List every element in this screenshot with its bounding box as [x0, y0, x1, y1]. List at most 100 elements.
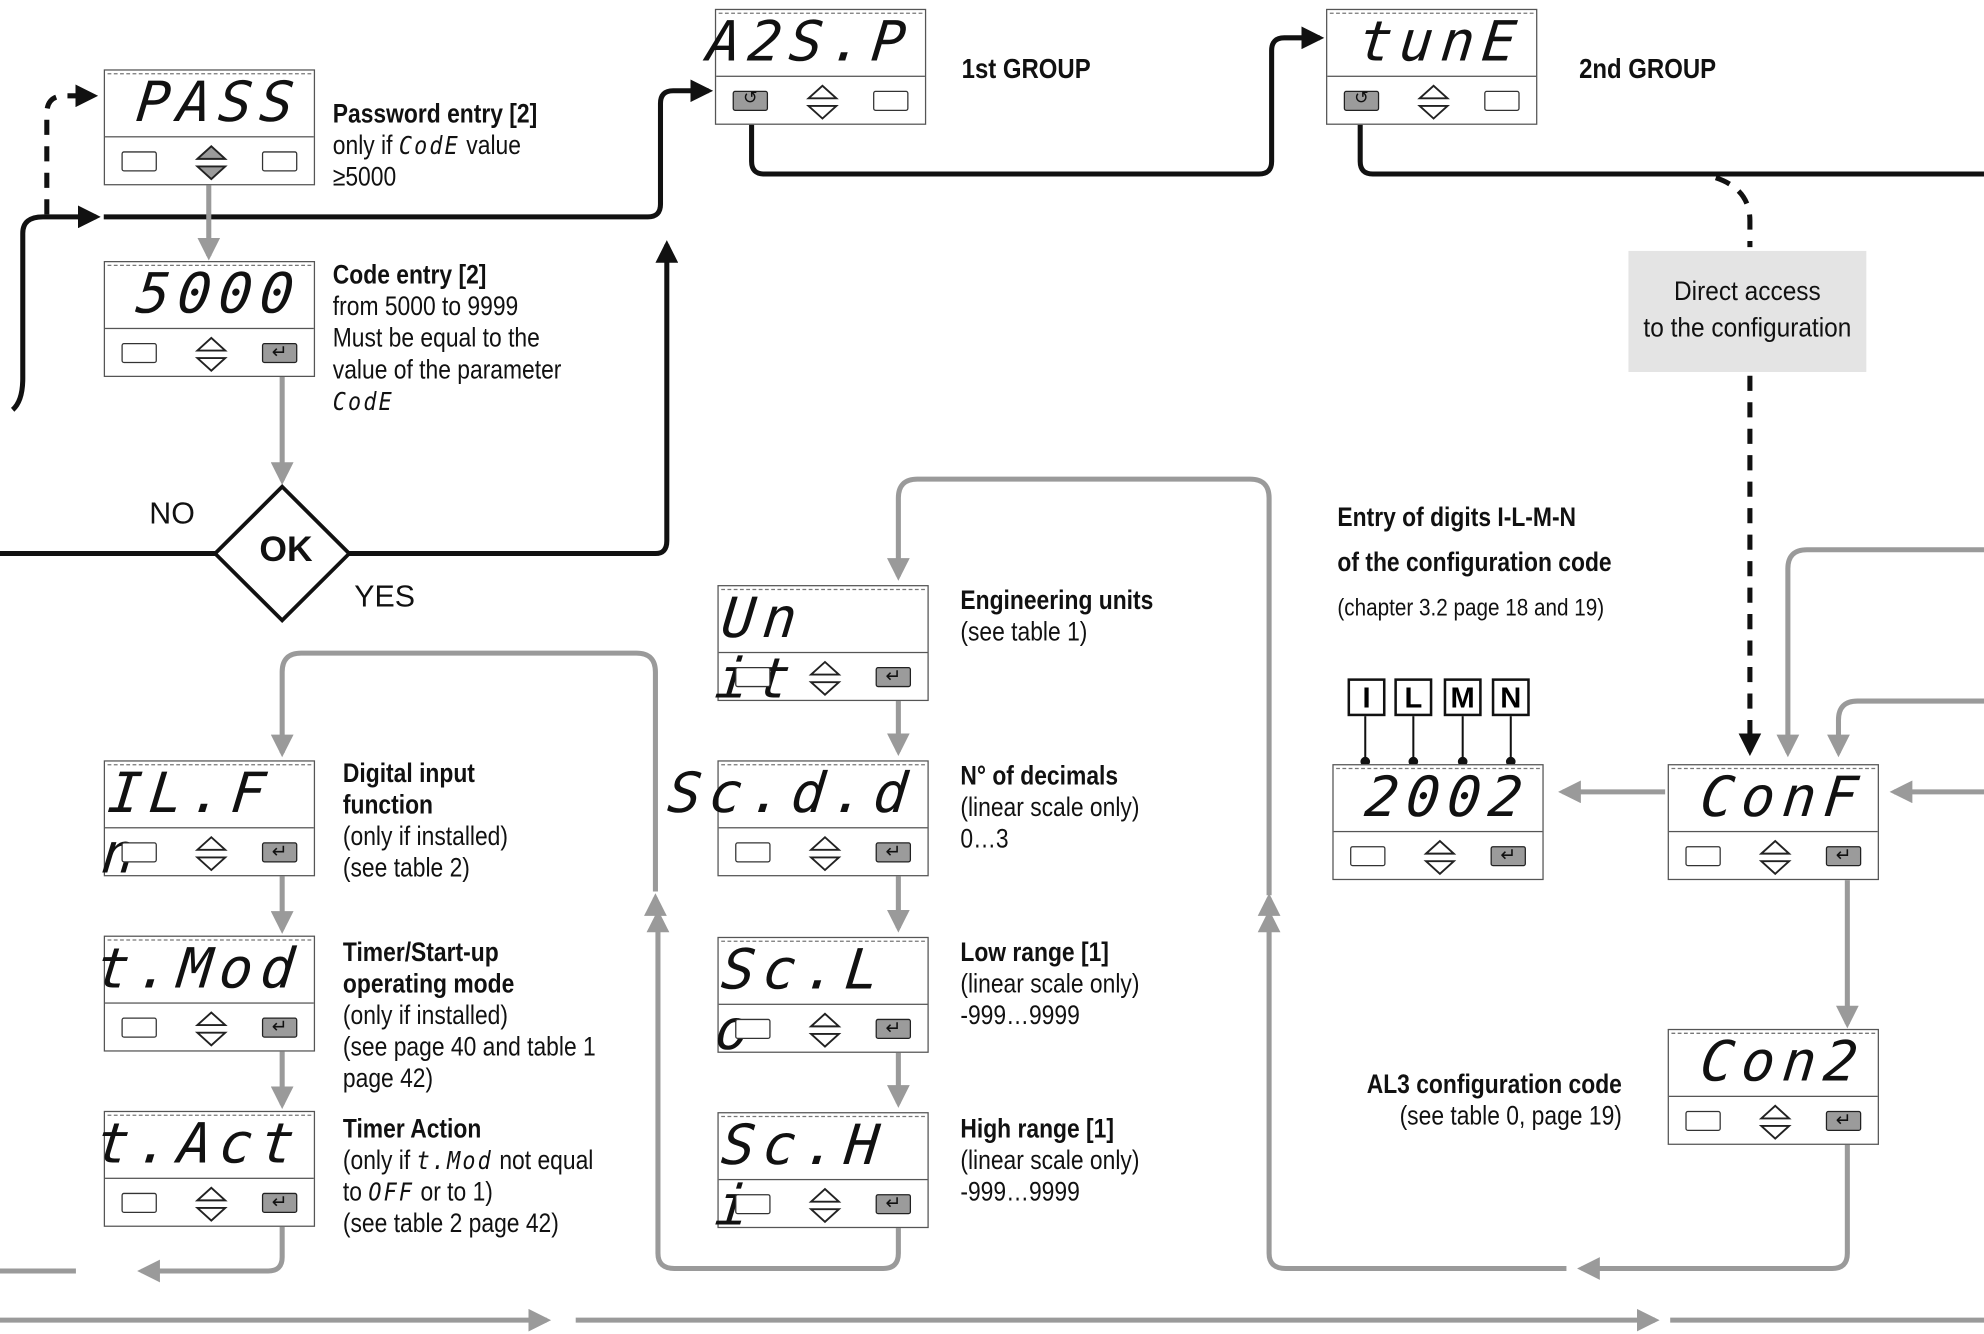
device-sclo: Sc.L o [712, 936, 929, 1063]
wire-schi-loop [646, 909, 901, 1271]
label-code: Code entry [2] from 5000 to 9999 Must be… [332, 261, 562, 417]
digit-box-n: N [1491, 678, 1530, 717]
label-ilfn: Digital input function (only if installe… [342, 759, 509, 883]
up-down-keys-icon[interactable] [1423, 837, 1457, 877]
label-sclo: Low range [1] (linear scale only) -999…9… [960, 938, 1140, 1031]
display-tune: tunE [1355, 10, 1527, 75]
enter-key[interactable] [873, 90, 909, 111]
digit-box-i: I [1347, 678, 1386, 717]
up-down-keys-icon[interactable] [1417, 82, 1450, 122]
device-tmod: t.Mod [92, 935, 316, 1052]
up-down-keys-icon[interactable] [194, 1184, 228, 1224]
display-conf-code: 2002 [1361, 765, 1534, 830]
loop-key[interactable] [1343, 88, 1380, 111]
label-group1: 1st GROUP [961, 52, 1091, 85]
enter-key[interactable] [1484, 90, 1520, 111]
wire-con2-out-b [1257, 909, 1567, 1271]
left-key[interactable] [121, 342, 157, 364]
enter-key[interactable] [261, 1190, 298, 1213]
wire-con2-out [1577, 1144, 1850, 1280]
enter-key[interactable] [1825, 844, 1862, 867]
wire-right-loop [886, 476, 1272, 896]
ok-diamond [212, 484, 352, 624]
device-conf: ConF [1667, 764, 1879, 881]
left-key[interactable] [1685, 846, 1721, 867]
label-tact: Timer Action (only if t.Mod not equal to… [342, 1114, 594, 1239]
enter-key[interactable] [875, 840, 912, 863]
wire-dashed-direct [1714, 175, 1753, 248]
label-entry: Entry of digits I-L-M-N of the configura… [1337, 503, 1612, 622]
device-con2: Con2 [1667, 1028, 1879, 1145]
display-tmod: t.Mod [92, 936, 305, 1002]
display-conf: ConF [1697, 765, 1869, 830]
display-con2: Con2 [1697, 1030, 1869, 1095]
left-key[interactable] [735, 1194, 771, 1215]
label-schi: High range [1] (linear scale only) -999…… [960, 1114, 1140, 1207]
device-unit: Un it [712, 585, 929, 711]
up-down-keys-icon[interactable] [194, 1009, 228, 1049]
wire-group1-to-group2 [749, 26, 1325, 177]
label-yes: YES [354, 580, 416, 615]
label-group2: 2nd GROUP [1579, 52, 1717, 85]
up-down-keys-icon[interactable] [806, 82, 839, 122]
left-key[interactable] [1685, 1110, 1721, 1132]
up-down-keys-icon[interactable] [808, 658, 842, 698]
wire-unit-loop [270, 650, 658, 892]
enter-key[interactable] [875, 664, 912, 688]
device-tact: t.Act [92, 1110, 316, 1227]
up-down-keys-icon[interactable] [194, 142, 228, 182]
digit-box-l: L [1394, 678, 1433, 717]
enter-key[interactable] [1825, 1108, 1862, 1132]
device-group1: A2S.P [703, 8, 927, 125]
wire-dashed-pass [44, 84, 99, 215]
left-key[interactable] [121, 842, 157, 863]
digit-box-m: M [1443, 678, 1482, 717]
up-down-keys-icon[interactable] [194, 334, 228, 374]
left-key[interactable] [735, 842, 771, 863]
left-key[interactable] [735, 1018, 771, 1039]
wire-left-loop [10, 205, 101, 412]
label-ok: OK [259, 529, 313, 569]
left-key[interactable] [735, 667, 771, 688]
label-no: NO [149, 496, 195, 531]
enter-key[interactable] [261, 151, 298, 172]
display-code: 5000 [133, 262, 305, 327]
display-scdd: Sc.d.d [664, 761, 919, 826]
wire-entry-top [1776, 547, 1984, 758]
enter-key[interactable] [261, 1015, 298, 1038]
device-conf-code: 2002 [1332, 764, 1544, 881]
left-key[interactable] [1350, 846, 1386, 867]
wire-yes [346, 240, 679, 557]
up-down-keys-icon[interactable] [1758, 837, 1792, 877]
wire-to-group1 [103, 79, 714, 220]
up-down-keys-icon[interactable] [194, 833, 228, 873]
device-group2: tunE [1326, 8, 1538, 125]
display-pass: PASS [133, 70, 305, 135]
device-code: 5000 [103, 261, 316, 378]
left-key[interactable] [121, 1017, 157, 1038]
label-tmod: Timer/Start-up operating mode (only if i… [342, 938, 596, 1094]
display-tact: t.Act [92, 1112, 305, 1177]
enter-key[interactable] [875, 1016, 912, 1039]
display-asp: A2S.P [703, 10, 916, 75]
enter-key[interactable] [261, 840, 298, 863]
up-down-keys-icon[interactable] [808, 833, 842, 873]
left-key[interactable] [121, 1192, 157, 1213]
device-scdd: Sc.d.d [665, 760, 929, 877]
left-key[interactable] [121, 151, 157, 172]
enter-key[interactable] [875, 1192, 912, 1215]
device-pass: PASS [103, 69, 316, 186]
loop-key[interactable] [732, 88, 769, 111]
enter-key[interactable] [1490, 844, 1526, 867]
device-ilfn: IL.F n [99, 760, 316, 886]
up-down-keys-icon[interactable] [1758, 1102, 1792, 1142]
label-pass: Password entry [2] only if CodE value ≥5… [332, 99, 538, 192]
wire-group2-out [1357, 121, 1984, 177]
label-scdd: N° of decimals (linear scale only) 0…3 [960, 761, 1140, 854]
up-down-keys-icon[interactable] [808, 1185, 842, 1225]
up-down-keys-icon[interactable] [808, 1010, 842, 1050]
enter-key[interactable] [261, 340, 298, 364]
